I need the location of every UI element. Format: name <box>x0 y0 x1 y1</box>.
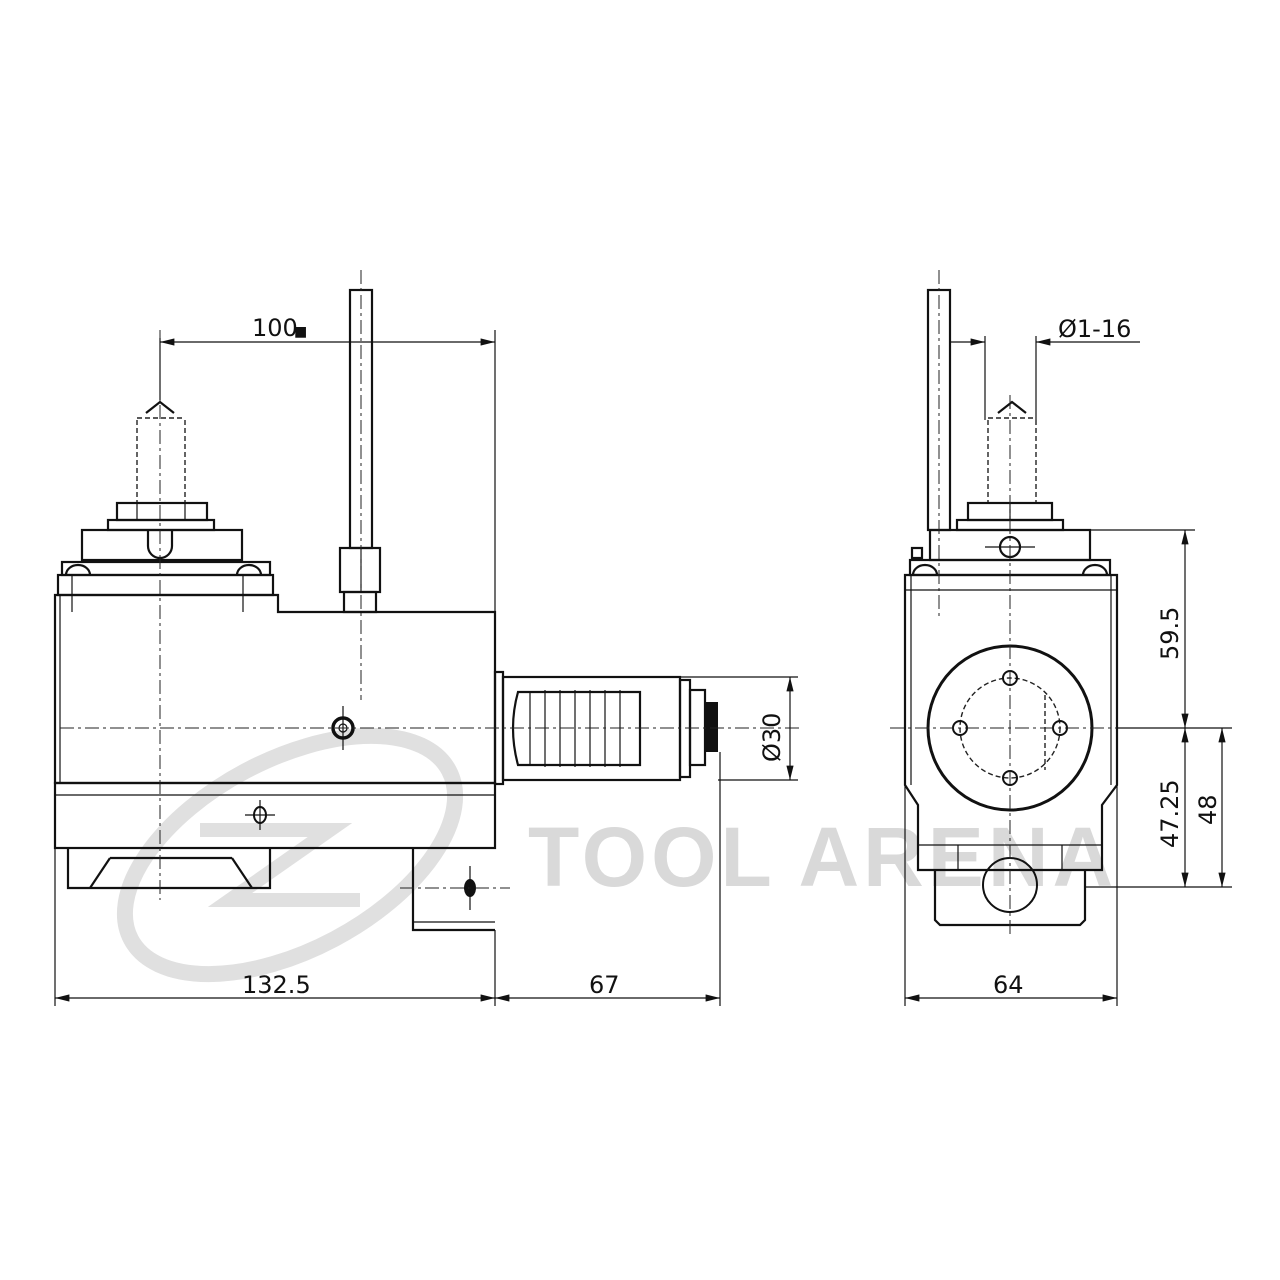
svg-text:67: 67 <box>589 971 620 999</box>
side-view: Ø1-16 59.5 47.25 48 64 <box>890 270 1232 1006</box>
svg-text:Ø30: Ø30 <box>758 713 786 762</box>
svg-text:48: 48 <box>1194 794 1222 825</box>
front-view: 100 ■ Ø30 132.5 67 <box>53 270 800 1006</box>
base-block <box>66 848 272 890</box>
dimension-diameter-30: Ø30 <box>680 676 798 781</box>
collet-nut <box>115 501 209 522</box>
spindle-flange <box>80 528 244 562</box>
svg-text:64: 64 <box>993 971 1024 999</box>
coolant-pipe <box>338 288 382 614</box>
watermark-text: TOOL ARENA <box>528 810 1117 904</box>
housing-side <box>903 573 1119 872</box>
dimension-67: 67 <box>495 971 720 1002</box>
dimension-59-5: 59.5 <box>1085 529 1232 888</box>
dimension-48: 48 <box>1194 728 1226 887</box>
tool-shank <box>136 400 186 503</box>
dimension-64: 64 <box>904 785 1118 1006</box>
tab-screw-icon <box>400 866 510 910</box>
svg-text:132.5: 132.5 <box>242 971 311 999</box>
dimension-47-25: 47.25 <box>1156 728 1189 887</box>
svg-text:100: 100 <box>252 314 298 342</box>
dimension-collet-range: Ø1-16 <box>950 315 1140 420</box>
svg-text:47.25: 47.25 <box>1156 779 1184 848</box>
mounting-tab <box>411 848 495 932</box>
svg-text:59.5: 59.5 <box>1156 607 1184 660</box>
svg-text:■: ■ <box>294 324 307 340</box>
svg-text:Ø1-16: Ø1-16 <box>1058 315 1131 343</box>
dimension-100: 100 ■ <box>159 314 496 612</box>
dimension-132-5: 132.5 <box>54 752 721 1006</box>
pin-hole-icon <box>245 800 275 830</box>
watermark-logo: TOOL ARENA <box>116 727 1117 983</box>
